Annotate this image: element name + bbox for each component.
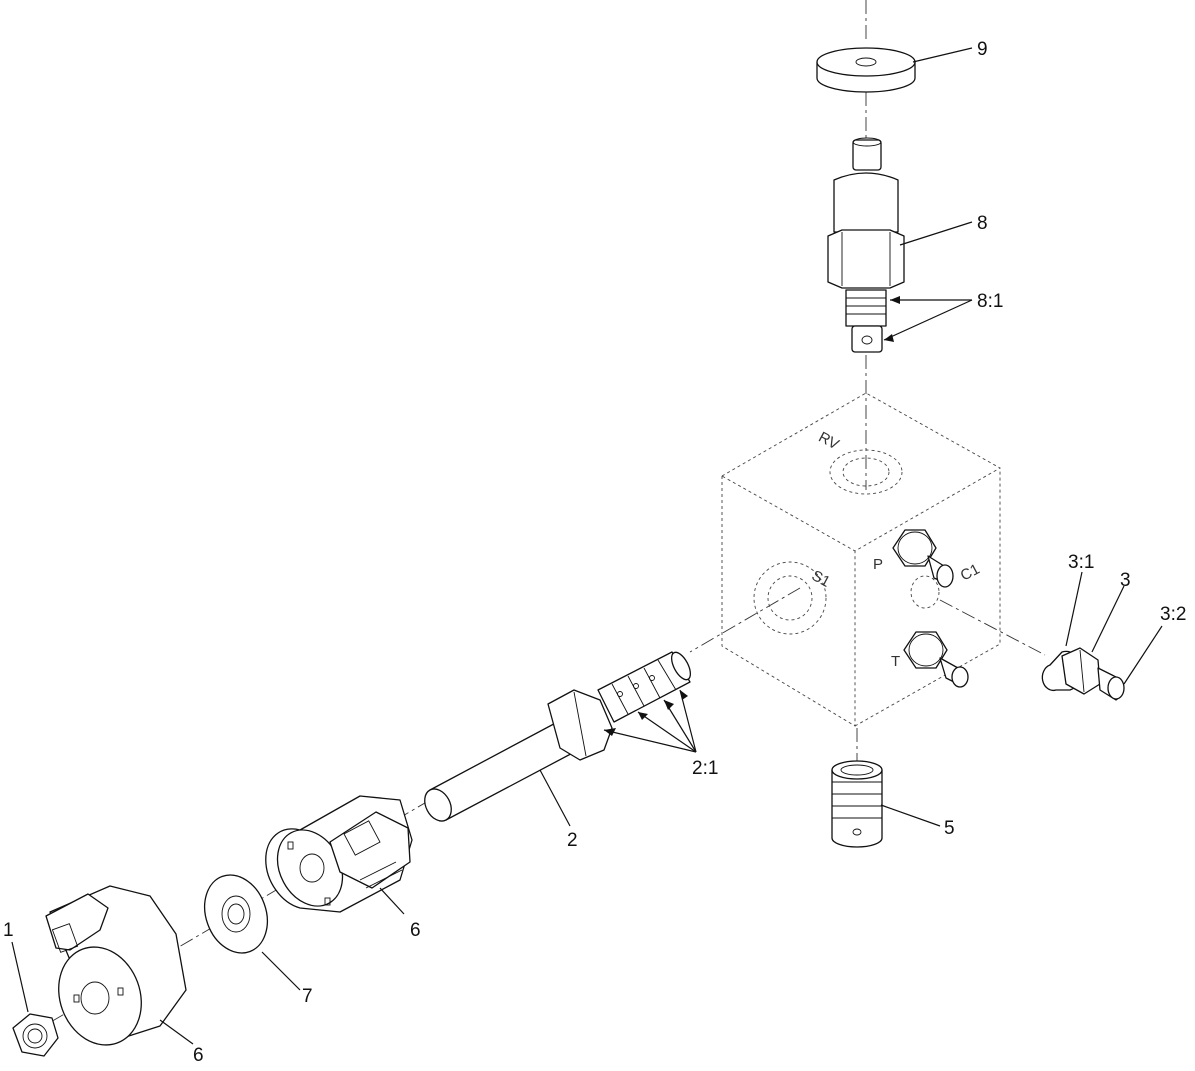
callout-8: 8 bbox=[977, 213, 988, 234]
port-label-s1: S1 bbox=[809, 567, 833, 591]
callout-2-1: 2:1 bbox=[692, 758, 718, 779]
callout-6-upper: 6 bbox=[410, 920, 421, 941]
callout-3: 3 bbox=[1120, 570, 1131, 591]
callout-6-lower: 6 bbox=[193, 1045, 204, 1066]
callout-9: 9 bbox=[977, 39, 988, 60]
block-fitting-lower bbox=[903, 631, 969, 688]
callout-8-1: 8:1 bbox=[977, 291, 1003, 312]
port-label-t: T bbox=[891, 653, 900, 670]
callout-2: 2 bbox=[567, 830, 578, 851]
part-7-washer bbox=[204, 874, 268, 954]
callout-1: 1 bbox=[3, 920, 14, 941]
leader-lines bbox=[11, 47, 1163, 1045]
part-3-fitting bbox=[1041, 647, 1125, 701]
port-label-p: P bbox=[873, 556, 883, 573]
center-lines bbox=[19, 0, 1046, 1041]
callout-3-2: 3:2 bbox=[1160, 604, 1186, 625]
part-6-coil-lower bbox=[45, 885, 187, 1046]
block-fitting-upper bbox=[892, 529, 954, 588]
callout-5: 5 bbox=[944, 818, 955, 839]
part-5-plug bbox=[831, 760, 883, 848]
part-2-cartridge-valve bbox=[424, 651, 692, 822]
leader-arrowheads bbox=[604, 296, 900, 736]
callout-3-1: 3:1 bbox=[1068, 552, 1094, 573]
port-label-c1: C1 bbox=[958, 561, 983, 585]
part-8-relief-valve bbox=[827, 137, 905, 353]
part-9-cap bbox=[816, 47, 916, 93]
part-1-nut bbox=[12, 1013, 59, 1057]
callout-7: 7 bbox=[302, 986, 313, 1007]
part-6-coil-upper bbox=[265, 795, 413, 913]
port-label-rv: RV bbox=[816, 429, 842, 454]
callout-labels: 9 8 8:1 3:1 3 3:2 5 2:1 2 6 7 6 1 bbox=[3, 39, 1186, 1066]
